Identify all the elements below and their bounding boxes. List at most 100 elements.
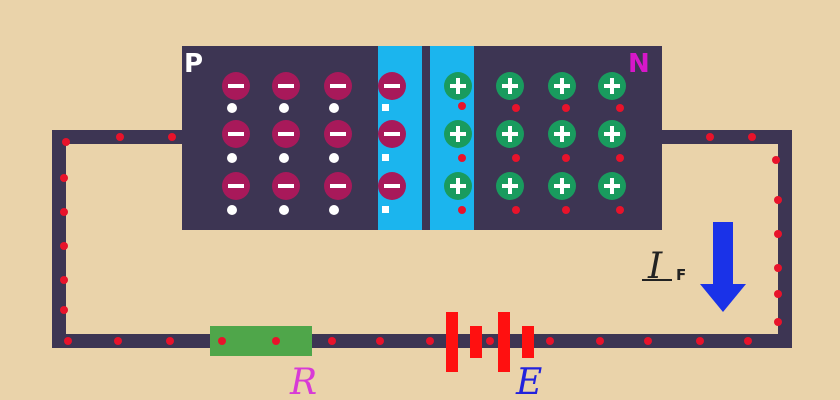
positive-ion: [444, 172, 472, 200]
wire-electron-dot: [774, 196, 782, 204]
p-region-label: P: [184, 49, 203, 79]
battery-label: E: [515, 362, 542, 400]
wire-electron-dot: [744, 337, 752, 345]
wire-electron-dot: [328, 337, 336, 345]
wire-electron-dot: [60, 242, 68, 250]
negative-ion: [378, 172, 406, 200]
electron-dot: [512, 104, 520, 112]
current-label: I: [647, 246, 663, 287]
wire-right: [778, 130, 792, 348]
wire-electron-dot: [64, 337, 72, 345]
wire-electron-dot: [218, 337, 226, 345]
negative-ion: [378, 72, 406, 100]
arrow-down-icon: [700, 222, 746, 312]
electron-dot: [616, 104, 624, 112]
negative-ion: [222, 172, 250, 200]
wire-electron-dot: [166, 337, 174, 345]
positive-ion: [548, 172, 576, 200]
positive-ion: [444, 72, 472, 100]
positive-ion: [598, 120, 626, 148]
ion-lattice: [222, 72, 626, 200]
wire-electron-dot: [114, 337, 122, 345]
wire-electron-dot: [774, 290, 782, 298]
electron-dot: [562, 154, 570, 162]
resistor-icon: [210, 326, 312, 356]
negative-ion: [272, 120, 300, 148]
wire-electron-dot: [644, 337, 652, 345]
positive-ion: [598, 172, 626, 200]
hole-dot: [329, 153, 339, 163]
electron-dot: [458, 206, 466, 214]
electron-dot: [512, 154, 520, 162]
hole-dot: [329, 205, 339, 215]
hole-dot: [279, 205, 289, 215]
wire-electron-dot: [272, 337, 280, 345]
electron-dot: [458, 154, 466, 162]
current-subscript: F: [676, 266, 686, 284]
wire-electron-dot: [60, 174, 68, 182]
hole-dot: [382, 104, 389, 111]
negative-ion: [324, 172, 352, 200]
wire-electron-dot: [376, 337, 384, 345]
negative-ion: [378, 120, 406, 148]
wire-electron-dot: [696, 337, 704, 345]
hole-dot: [382, 154, 389, 161]
wire-electron-dot: [596, 337, 604, 345]
wire-electron-dot: [116, 133, 124, 141]
wire-electron-dot: [772, 156, 780, 164]
battery-plate-long-1: [446, 312, 458, 372]
wire-electron-dot: [426, 337, 434, 345]
electron-dot: [512, 206, 520, 214]
wire-electron-dot: [60, 306, 68, 314]
electron-dot: [562, 104, 570, 112]
wire-bottom: [52, 334, 792, 348]
battery-icon: [446, 312, 534, 372]
hole-dot: [227, 103, 237, 113]
wire-electron-dot: [60, 276, 68, 284]
hole-dot: [382, 206, 389, 213]
positive-ion: [496, 172, 524, 200]
charge-carriers: [227, 102, 624, 215]
wire-electron-dot: [774, 230, 782, 238]
wire-left: [52, 130, 66, 348]
negative-ion: [272, 172, 300, 200]
negative-ion: [222, 120, 250, 148]
battery-plate-short-1: [470, 326, 482, 358]
hole-dot: [227, 205, 237, 215]
electron-dot: [616, 206, 624, 214]
wire-electron-dot: [168, 133, 176, 141]
wire-electron-dot: [60, 208, 68, 216]
electron-dot: [562, 206, 570, 214]
negative-ion: [222, 72, 250, 100]
wire-electron-dot: [546, 337, 554, 345]
wire-electron-dot: [62, 138, 70, 146]
hole-dot: [227, 153, 237, 163]
wire-electron-dot: [774, 264, 782, 272]
wire-carriers: [60, 133, 782, 345]
resistor-label: R: [289, 362, 317, 400]
electron-dot: [458, 102, 466, 110]
positive-ion: [496, 72, 524, 100]
battery-plate-long-2: [498, 312, 510, 372]
n-region-label: N: [628, 49, 650, 79]
positive-ion: [496, 120, 524, 148]
hole-dot: [279, 103, 289, 113]
electron-dot: [616, 154, 624, 162]
wire-top-right: [660, 130, 792, 144]
negative-ion: [324, 72, 352, 100]
positive-ion: [548, 72, 576, 100]
negative-ion: [272, 72, 300, 100]
positive-ion: [598, 72, 626, 100]
battery-plate-short-2: [522, 326, 534, 358]
positive-ion: [444, 120, 472, 148]
negative-ion: [324, 120, 352, 148]
positive-ion: [548, 120, 576, 148]
wire-electron-dot: [774, 318, 782, 326]
wire-electron-dot: [748, 133, 756, 141]
wire-electron-dot: [706, 133, 714, 141]
wire-electron-dot: [486, 337, 494, 345]
hole-dot: [279, 153, 289, 163]
hole-dot: [329, 103, 339, 113]
